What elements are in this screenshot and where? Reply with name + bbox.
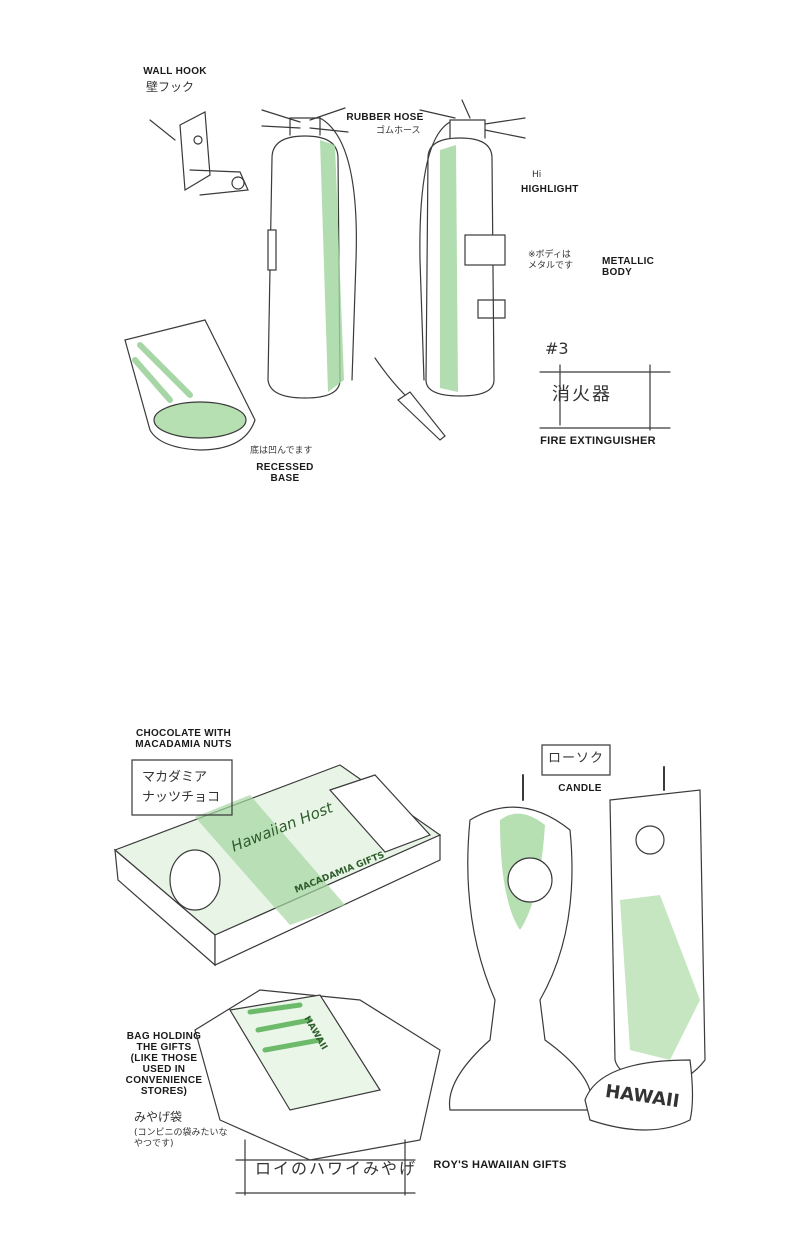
bag-jp-subnote: (コンビニの袋みたいな やつです) — [134, 1128, 228, 1149]
bag-jp-note: みやげ袋 — [134, 1110, 183, 1124]
candle-tiki-drawing — [584, 766, 706, 1131]
chocolate-title-box — [131, 759, 233, 816]
wall-hook-drawing — [149, 111, 249, 196]
recessed-base-drawing — [124, 319, 256, 451]
top-illustration — [124, 99, 671, 451]
title-box — [539, 364, 671, 431]
candle-pear-drawing — [448, 774, 592, 1111]
metallic-jp-note: ※ボディは メタルです — [528, 250, 574, 271]
highlight-label: HIGHLIGHT — [521, 184, 579, 195]
fire-extinguisher-label: FIRE EXTINGUISHER — [540, 435, 656, 447]
sheet-number: #3 — [545, 339, 569, 358]
base-jp-note: 底は凹んでます — [250, 446, 313, 456]
extinguisher-left-drawing — [261, 107, 357, 399]
bottom-illustration — [113, 744, 706, 1196]
gifts-title-box — [235, 1139, 416, 1196]
metallic-label: METALLIC BODY — [602, 256, 655, 278]
chocolate-box-drawing — [113, 764, 442, 967]
gifts-jp-title: ロイのハワイみやげ — [255, 1159, 418, 1178]
rubber-hose-jp-note: ゴムホース — [376, 126, 421, 136]
candle-jp-title: ローソク — [548, 751, 605, 766]
extinguisher-right-drawing — [419, 99, 526, 397]
chocolate-jp-title: マカダミア ナッツチョコ — [142, 770, 221, 805]
rubber-hose-label: RUBBER HOSE — [346, 112, 424, 123]
highlight-mark: Hi — [532, 170, 542, 180]
chocolate-label: CHOCOLATE WITH MACADAMIA NUTS — [135, 728, 232, 750]
gift-bag-drawing — [194, 989, 441, 1161]
object-jp-title: 消火器 — [552, 384, 612, 405]
wall-hook-jp-note: 壁フック — [146, 80, 195, 94]
candle-label: CANDLE — [558, 783, 602, 794]
wall-hook-label: WALL HOOK — [143, 66, 207, 77]
hose-nozzle-drawing — [374, 357, 446, 441]
roys-hawaiian-gifts-label: ROY'S HAWAIIAN GIFTS — [433, 1159, 567, 1171]
recessed-base-label: RECESSED BASE — [256, 462, 314, 484]
bag-label: BAG HOLDING THE GIFTS (LIKE THOSE USED I… — [125, 1031, 203, 1097]
candle-title-box — [541, 744, 611, 776]
